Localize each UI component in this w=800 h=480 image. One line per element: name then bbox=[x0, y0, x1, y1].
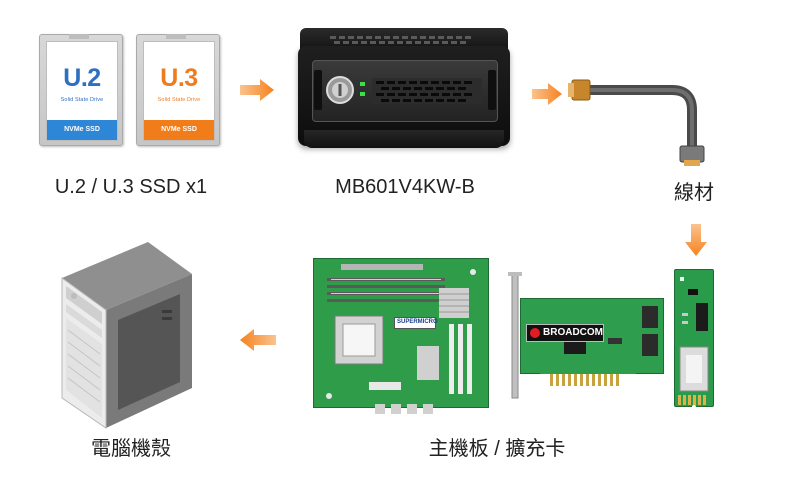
caption-ssd: U.2 / U.3 SSD x1 bbox=[54, 176, 208, 198]
u2-ssd-card: U.2 Solid State Drive NVMe SSD bbox=[39, 34, 123, 146]
caption-motherboard: 主機板 / 擴充卡 bbox=[428, 438, 566, 460]
u3-ssd-card: U.3 Solid State Drive NVMe SSD bbox=[136, 34, 220, 146]
enclosure-bottom bbox=[304, 130, 504, 148]
ssd-notch bbox=[69, 34, 89, 39]
cable-icon bbox=[568, 79, 705, 166]
u3-label: U.3 bbox=[160, 64, 198, 92]
caption-pc: 電腦機殼 bbox=[91, 438, 171, 460]
u3-subtitle: Solid State Drive bbox=[157, 97, 201, 103]
enclosure-front-details bbox=[314, 70, 496, 110]
u3-band: NVMe SSD bbox=[144, 120, 214, 140]
supermicro-logo: SUPERMICRO bbox=[394, 317, 438, 329]
caption-cable: 線材 bbox=[674, 182, 714, 204]
broadcom-logo: BROADCOM bbox=[526, 324, 604, 342]
raid-card-details bbox=[540, 306, 658, 386]
ssd-label-face: U.3 Solid State Drive NVMe SSD bbox=[143, 41, 215, 141]
arrow-right-icon bbox=[240, 79, 274, 101]
ssd-notch bbox=[166, 34, 186, 39]
caption-enclosure: MB601V4KW-B bbox=[335, 176, 475, 198]
u2-subtitle: Solid State Drive bbox=[60, 97, 104, 103]
arrow-right-icon bbox=[532, 83, 562, 105]
arrow-left-icon bbox=[240, 329, 276, 351]
u2-label: U.2 bbox=[63, 64, 101, 92]
pc-tower-icon bbox=[61, 242, 192, 429]
pcie-bracket bbox=[508, 272, 522, 399]
u2-band: NVMe SSD bbox=[47, 120, 117, 140]
broadcom-text: BROADCOM bbox=[543, 327, 603, 338]
arrow-down-icon bbox=[685, 224, 707, 256]
m2-adapter-details bbox=[678, 277, 709, 409]
ssd-label-face: U.2 Solid State Drive NVMe SSD bbox=[46, 41, 118, 141]
supermicro-text: SUPERMICRO bbox=[397, 319, 438, 325]
motherboard-details bbox=[326, 264, 476, 414]
enclosure-vents bbox=[330, 36, 471, 44]
broadcom-mark-icon bbox=[530, 328, 540, 338]
